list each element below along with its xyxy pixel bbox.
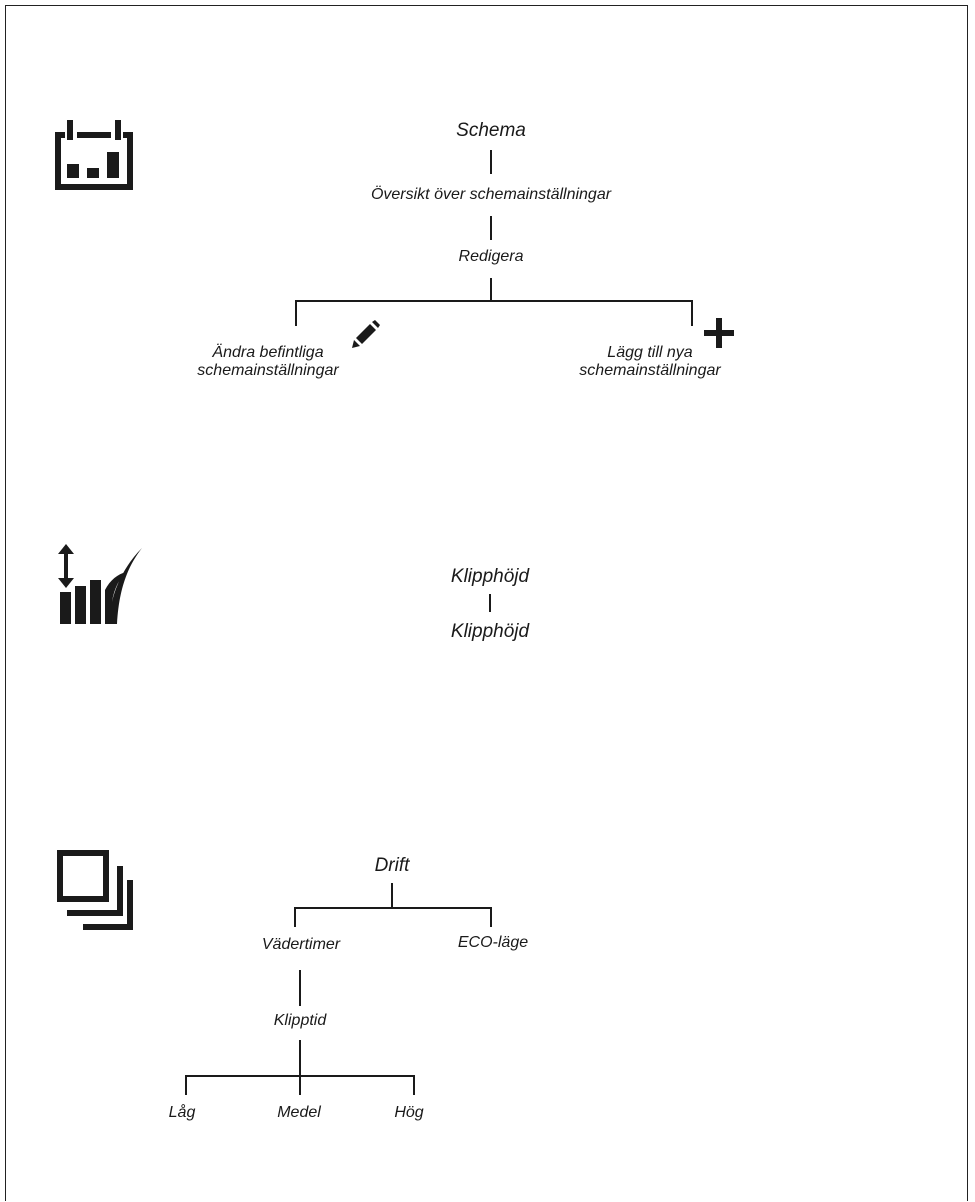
connector <box>391 883 393 908</box>
leaf-high-label: Hög <box>394 1104 424 1121</box>
add-new-line1: Lägg till nya <box>607 344 693 361</box>
leaf-low-label: Låg <box>168 1104 196 1121</box>
connector <box>691 300 693 326</box>
page-frame <box>5 5 968 1201</box>
edit-existing-label: Ändra befintliga schemainställningar <box>197 344 338 381</box>
add-new-line2: schemainställningar <box>579 362 721 380</box>
cutting-height-child-label: Klipphöjd <box>450 621 530 642</box>
connector <box>490 278 492 300</box>
connector <box>490 907 492 927</box>
pencil-icon <box>352 320 380 348</box>
connector <box>299 1075 301 1095</box>
cutting-time-label: Klipptid <box>273 1012 327 1029</box>
calendar-chart-icon <box>55 120 133 190</box>
edit-existing-line1: Ändra befintliga <box>212 344 324 361</box>
connector <box>490 216 492 240</box>
stacked-windows-icon <box>57 850 133 930</box>
connector <box>294 907 296 927</box>
connector <box>295 300 297 326</box>
eco-mode-label: ECO-läge <box>457 934 529 951</box>
connector <box>185 1075 187 1095</box>
weather-timer-label: Vädertimer <box>261 936 341 953</box>
schedule-edit-label: Redigera <box>458 248 524 265</box>
branch-bar <box>294 907 492 909</box>
branch-bar <box>295 300 693 302</box>
connector <box>413 1075 415 1095</box>
leaf-medium-label: Medel <box>277 1104 321 1121</box>
operation-root-label: Drift <box>374 855 410 876</box>
connector <box>489 594 491 612</box>
cutting-height-root-label: Klipphöjd <box>450 566 530 587</box>
connector <box>299 970 301 1006</box>
cutting-height-icon <box>56 544 142 624</box>
schedule-overview-label: Översikt över schemainställningar <box>370 186 612 203</box>
connector <box>490 150 492 174</box>
schedule-root-label: Schema <box>456 120 526 141</box>
add-new-label: Lägg till nya schemainställningar <box>579 344 720 381</box>
connector <box>299 1040 301 1076</box>
plus-icon <box>704 318 734 348</box>
edit-existing-line2: schemainställningar <box>197 362 339 380</box>
